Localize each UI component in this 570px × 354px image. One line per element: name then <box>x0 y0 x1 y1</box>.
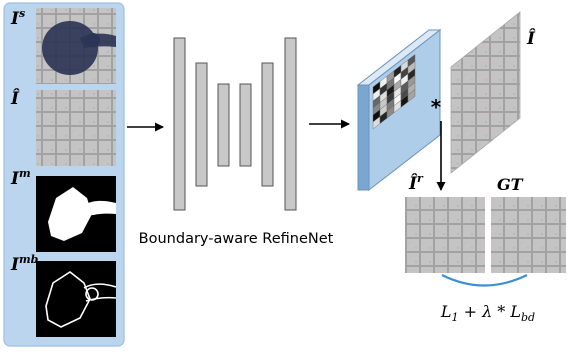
layer-4 <box>239 83 252 167</box>
layer-1 <box>173 37 186 211</box>
loss-connector <box>441 274 528 287</box>
layer-5 <box>261 62 274 187</box>
input-mask-boundary <box>36 261 117 337</box>
input-shadow-image <box>36 8 116 84</box>
output-image-label: Î <box>526 28 536 49</box>
kernel-weight-cell <box>407 89 416 103</box>
refined-image <box>405 197 485 273</box>
refined-image-label: Îr <box>408 172 424 194</box>
input-panel <box>3 2 125 347</box>
ground-truth-label: GT <box>497 175 524 194</box>
output-image <box>450 11 521 174</box>
ground-truth-image <box>491 197 566 273</box>
kernel-weights-grid <box>372 54 416 130</box>
kernel-volume <box>356 28 442 192</box>
convolution-operator: * <box>431 95 442 119</box>
network-label: Boundary-aware RefineNet <box>139 231 334 247</box>
layer-2 <box>195 62 208 187</box>
input-coarse-image <box>36 90 116 166</box>
network-layers <box>173 37 297 211</box>
layer-3 <box>217 83 230 167</box>
input-mask-boundary-label: Imb <box>10 253 39 275</box>
input-shadow-mask <box>36 176 116 252</box>
loss-formula: L1 + λ * Lbd <box>440 302 535 324</box>
layer-6 <box>284 37 297 211</box>
input-coarse-image-label: Î <box>10 88 20 109</box>
input-shadow-image-label: Is <box>10 7 25 29</box>
input-shadow-mask-label: Im <box>10 167 31 189</box>
